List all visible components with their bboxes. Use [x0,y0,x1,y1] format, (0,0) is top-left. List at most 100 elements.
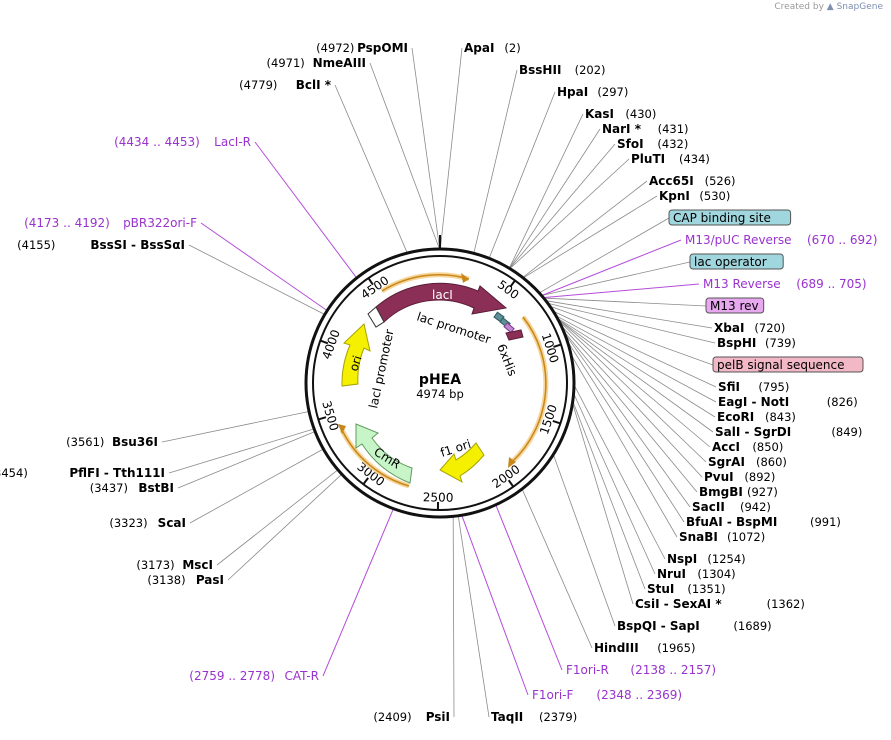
site-label[interactable]: EagI - NotI (826) [718,395,858,409]
label-connector [521,488,593,649]
tick-mark [552,419,561,425]
enzyme-position: (720) [754,321,785,335]
enzyme-position: (843) [765,410,796,424]
site-label[interactable]: M13 Reverse (689 .. 705) [703,277,867,291]
tick-mark [318,416,327,421]
label-connector [200,222,328,312]
site-label[interactable]: BssSI - BssSαI(4155) [17,238,185,252]
site-label[interactable]: LacI-R(4434 .. 4453) [114,135,251,149]
primer-name: F1ori-R [566,663,609,677]
site-label[interactable]: NarI *(431) [602,122,689,136]
enzyme-position: (942) [740,500,771,514]
site-label[interactable]: CsiI - SexAI *(1362) [635,597,805,611]
site-label[interactable]: BspQI - SapI(1689) [617,619,772,633]
enzyme-name: BfuAI - BspMI [686,515,777,529]
label-connector [457,515,490,718]
site-label[interactable]: BssHII(202) [519,63,606,77]
label-connector [547,302,716,344]
label-connector [543,297,707,307]
enzyme-position: (860) [756,455,787,469]
site-label[interactable]: SfoI(432) [617,137,688,151]
site-label[interactable]: SalI - SgrDI(849) [715,425,862,439]
label-connector [216,469,339,566]
enzyme-position: (1304) [697,567,735,581]
site-label[interactable]: StuI(1351) [647,582,726,596]
site-label[interactable]: CAP binding site [668,209,792,226]
feature-f1-ori[interactable] [439,442,485,484]
feature-6xHis[interactable] [505,329,524,341]
site-label[interactable]: pBR322ori-F(4173 .. 4192) [24,216,197,230]
enzyme-name: TaqII [491,710,523,724]
enzyme-name: BspHI [717,336,756,350]
site-label[interactable]: NmeAIII(4971) [267,56,366,70]
site-label[interactable]: NruI(1304) [657,567,736,581]
site-label[interactable]: BclI *(4779) [239,78,332,92]
site-label[interactable]: ApaI(2) [464,41,521,55]
enzyme-name: PluTI [631,152,665,166]
site-label[interactable]: PsiI(2409) [373,710,450,724]
site-label[interactable]: M13/pUC Reverse(670 .. 692) [685,233,877,247]
enzyme-name: NspI [667,552,697,566]
site-label[interactable]: EcoRI(843) [717,410,796,424]
label-connector [557,318,714,433]
enzyme-position: (4972) [316,41,354,55]
site-label[interactable]: PluTI(434) [631,152,710,166]
enzyme-position: (849) [831,425,862,439]
site-label[interactable]: BspHI(739) [717,336,796,350]
site-label[interactable]: NspI(1254) [667,552,746,566]
label-connector [541,239,682,297]
label-connector [552,454,616,627]
site-label[interactable]: lac operator [689,253,784,270]
site-label[interactable]: ScaI(3323) [109,516,186,530]
site-label[interactable]: TaqII(2379) [491,710,577,724]
site-label[interactable]: pelB signal sequence [712,356,864,373]
label-connector [509,158,630,269]
site-label[interactable]: BstBI(3437) [90,481,174,495]
enzyme-name: NmeAIII [313,56,366,70]
site-label[interactable]: CAT-R(2759 .. 2778) [189,669,319,683]
tick-mark [507,479,515,488]
site-label[interactable]: HindIII(1965) [594,641,695,655]
site-label[interactable]: SfiI(795) [718,380,789,394]
ori-label: ori [347,354,365,373]
site-label[interactable]: HpaI(297) [557,85,628,99]
site-label[interactable]: SnaBI(1072) [679,530,765,544]
site-label[interactable]: KpnI(530) [659,189,730,203]
site-label[interactable]: PflFI - Tth111I(3454) [0,466,165,480]
site-label[interactable]: F1ori-R(2138 .. 2157) [566,663,716,677]
orf-arcs [338,272,549,489]
site-label[interactable]: AccI(850) [712,440,783,454]
site-label[interactable]: PvuI(892) [704,470,775,484]
enzyme-name: PflFI - Tth111I [69,466,165,480]
primer-name: M13 Reverse [703,277,781,291]
enzyme-position: (991) [810,515,841,529]
feature-lacI[interactable] [375,282,508,323]
primer-range: (2348 .. 2369) [596,688,682,702]
feature-ori[interactable] [341,323,371,387]
feature-m13-rev[interactable] [503,322,515,334]
site-label[interactable]: BmgBI(927) [699,485,778,499]
site-label[interactable]: PspOMI(4972) [316,41,408,55]
site-label[interactable]: BfuAI - BspMI (991) [686,515,841,529]
enzyme-name: BssSI - BssSαI [90,238,185,252]
site-label[interactable]: XbaI(720) [714,321,785,335]
site-label[interactable]: M13 rev [705,297,765,314]
label-connector [254,141,358,279]
primer-range: (689 .. 705) [796,277,866,291]
plasmid-size: 4974 bp [416,387,464,401]
enzyme-position: (826) [827,395,858,409]
site-label[interactable]: Acc65I(526) [649,174,736,188]
site-label[interactable]: KasI(430) [585,107,656,121]
enzyme-position: (1072) [727,530,765,544]
site-label[interactable]: SacII(942) [692,500,771,514]
site-label[interactable]: F1ori-F(2348 .. 2369) [532,688,682,702]
feature-CmR[interactable] [355,423,413,484]
tick-mark [319,339,329,345]
site-label[interactable]: SgrAI(860) [708,455,787,469]
plasmid-name: pHEA [419,372,461,388]
site-label[interactable]: Bsu36I(3561) [66,435,158,449]
enzyme-name: EagI - NotI [718,395,789,409]
site-label[interactable]: PasI(3138) [147,573,224,587]
enzyme-position: (3323) [109,516,147,530]
site-label[interactable]: MscI(3173) [136,558,213,572]
